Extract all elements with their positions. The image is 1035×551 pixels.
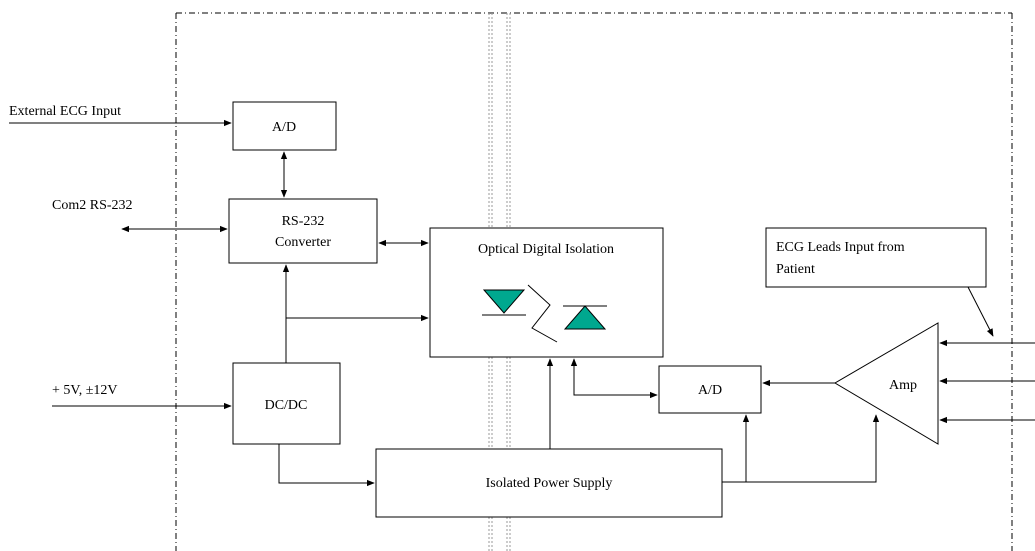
- external-ecg-input-label: External ECG Input: [9, 104, 121, 119]
- isolated-power-supply-block: Isolated Power Supply: [375, 448, 723, 518]
- svg-text:Optical Digital Isolation: Optical Digital Isolation: [478, 242, 614, 257]
- svg-text:ECG Leads Input from: ECG Leads Input from: [776, 240, 905, 255]
- ad-converter-top: A/D: [232, 101, 337, 151]
- ecg-leads-callout: ECG Leads Input from Patient: [765, 227, 987, 288]
- power-input-label: + 5V, ±12V: [52, 383, 118, 398]
- svg-text:A/D: A/D: [272, 120, 296, 135]
- svg-text:Isolated Power Supply: Isolated Power Supply: [486, 476, 613, 491]
- svg-text:Amp: Amp: [889, 378, 917, 393]
- svg-text:Patient: Patient: [776, 262, 815, 277]
- amplifier-block: Amp: [834, 322, 939, 445]
- optical-digital-isolation-block: Optical Digital Isolation: [429, 227, 664, 358]
- svg-text:DC/DC: DC/DC: [265, 398, 308, 413]
- svg-text:Converter: Converter: [275, 235, 331, 250]
- enclosure-boundary: [175, 12, 1013, 551]
- connections: [9, 119, 1035, 487]
- svg-text:A/D: A/D: [698, 383, 722, 398]
- dcdc-block: DC/DC: [232, 362, 341, 445]
- com2-rs232-label: Com2 RS-232: [52, 198, 133, 213]
- led-photodiode-icon: [482, 284, 607, 343]
- rs232-converter-block: RS-232 Converter: [228, 198, 378, 264]
- ad-converter-bottom: A/D: [658, 365, 762, 414]
- svg-text:RS-232: RS-232: [282, 214, 325, 229]
